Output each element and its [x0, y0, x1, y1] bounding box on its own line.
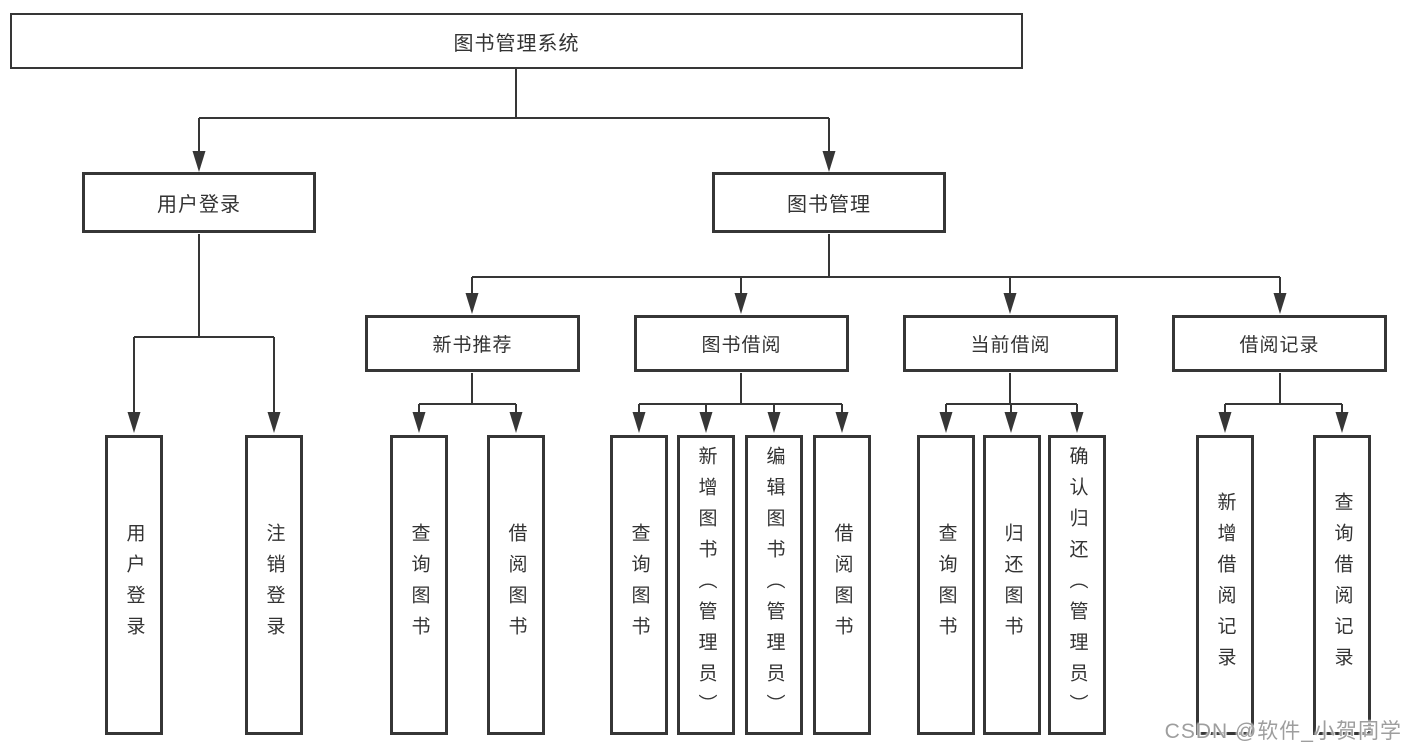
leaf-bb-query-book-label: 查询图书: [628, 523, 650, 647]
leaf-br-query-borrow-record: 查询借阅记录: [1313, 435, 1371, 735]
leaf-cb-return-book: 归还图书: [983, 435, 1041, 735]
leaf-br-add-borrow-record: 新增借阅记录: [1196, 435, 1254, 735]
leaf-bb-borrow-book: 借阅图书: [813, 435, 871, 735]
node-new-book-recommend-label: 新书推荐: [432, 335, 513, 356]
node-root-system-label: 图书管理系统: [453, 32, 580, 55]
node-current-borrow-label: 当前借阅: [970, 335, 1051, 356]
node-root-system: 图书管理系统: [10, 13, 1023, 69]
leaf-logout-login: 注销登录: [245, 435, 303, 735]
node-borrow-records: 借阅记录: [1172, 315, 1387, 372]
leaf-nb-borrow-book: 借阅图书: [487, 435, 545, 735]
leaf-br-query-borrow-record-label: 查询借阅记录: [1331, 492, 1353, 678]
node-current-borrow: 当前借阅: [903, 315, 1118, 372]
leaf-bb-add-book-admin: 新增图书（管理员）: [677, 435, 735, 735]
node-book-borrow-label: 图书借阅: [701, 335, 782, 356]
leaf-nb-query-book: 查询图书: [390, 435, 448, 735]
leaf-bb-edit-book-admin-label: 编辑图书（管理员）: [763, 445, 785, 725]
leaf-nb-query-book-label: 查询图书: [408, 523, 430, 647]
leaf-logout-login-label: 注销登录: [263, 523, 285, 647]
leaf-cb-confirm-return-admin-label: 确认归还（管理员）: [1066, 445, 1088, 725]
leaf-nb-borrow-book-label: 借阅图书: [505, 523, 527, 647]
csdn-watermark: CSDN @软件_小贺同学: [1164, 720, 1402, 743]
leaf-cb-confirm-return-admin: 确认归还（管理员）: [1048, 435, 1106, 735]
leaf-bb-edit-book-admin: 编辑图书（管理员）: [745, 435, 803, 735]
node-borrow-records-label: 借阅记录: [1239, 335, 1320, 356]
node-user-login-label: 用户登录: [157, 194, 241, 216]
leaf-cb-return-book-label: 归还图书: [1001, 523, 1023, 647]
leaf-user-login: 用户登录: [105, 435, 163, 735]
leaf-bb-add-book-admin-label: 新增图书（管理员）: [695, 445, 717, 725]
leaf-user-login-label: 用户登录: [123, 523, 145, 647]
node-user-login: 用户登录: [82, 172, 316, 233]
leaf-bb-query-book: 查询图书: [610, 435, 668, 735]
node-new-book-recommend: 新书推荐: [365, 315, 580, 372]
leaf-cb-query-book-label: 查询图书: [935, 523, 957, 647]
leaf-cb-query-book: 查询图书: [917, 435, 975, 735]
node-book-management-label: 图书管理: [787, 194, 871, 216]
node-book-management: 图书管理: [712, 172, 946, 233]
leaf-bb-borrow-book-label: 借阅图书: [831, 523, 853, 647]
node-book-borrow: 图书借阅: [634, 315, 849, 372]
leaf-br-add-borrow-record-label: 新增借阅记录: [1214, 492, 1236, 678]
